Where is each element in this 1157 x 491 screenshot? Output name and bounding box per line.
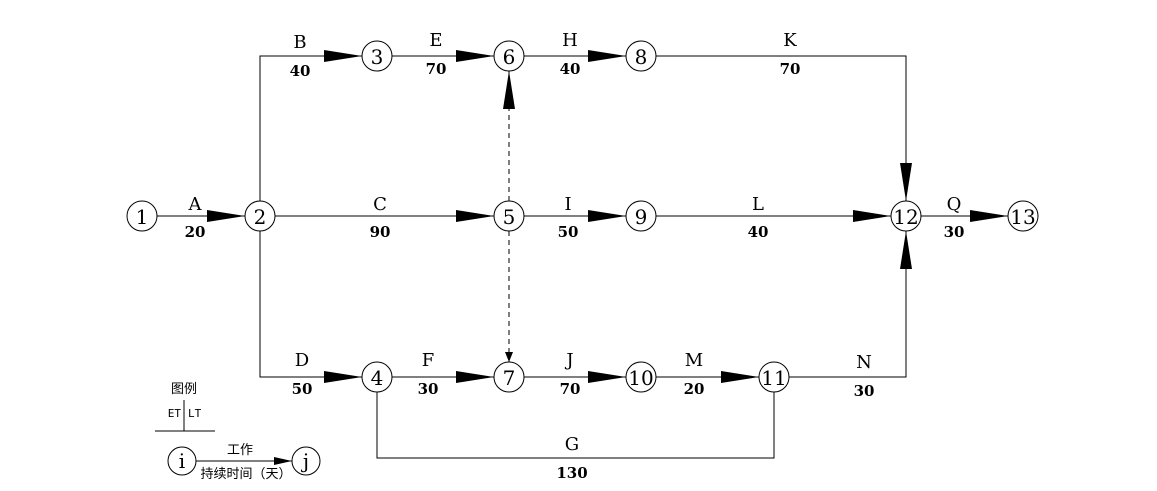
- activity-duration-h: 40: [560, 60, 581, 78]
- activity-duration-c: 90: [370, 223, 391, 241]
- activity-labels: A20B40C90D50E70F30G130H40I50J70K70L40M20…: [185, 30, 965, 482]
- activity-arrow-k: [656, 55, 912, 201]
- legend: 图例 ET LT i j 工作 持续时间（天）: [155, 382, 321, 482]
- activity-duration-n: 30: [854, 382, 875, 400]
- activity-duration-b: 40: [290, 62, 311, 80]
- activity-name-f: F: [422, 350, 435, 371]
- activity-duration-k: 70: [780, 60, 801, 78]
- activity-arrow-d: [259, 231, 362, 383]
- node-8: [625, 40, 657, 72]
- activity-name-i: I: [564, 194, 571, 215]
- legend-node-i-label: i: [179, 449, 185, 473]
- activity-duration-f: 30: [418, 380, 439, 398]
- activity-arrow-b: [259, 50, 362, 201]
- activity-name-c: C: [373, 194, 387, 215]
- activity-name-l: L: [752, 194, 764, 215]
- node-10: [625, 361, 657, 393]
- activity-name-m: M: [685, 350, 703, 371]
- node-label-12: 12: [893, 205, 918, 229]
- node-label-11: 11: [761, 366, 786, 390]
- node-13: [1007, 200, 1039, 232]
- node-3: [361, 40, 393, 72]
- node-2: [244, 200, 276, 232]
- node-label-5: 5: [503, 205, 516, 229]
- legend-duration: 持续时间（天）: [200, 467, 291, 482]
- node-label-8: 8: [635, 45, 648, 69]
- legend-work: 工作: [227, 443, 253, 458]
- node-4: [361, 361, 393, 393]
- node-12: [890, 200, 922, 232]
- node-6: [493, 40, 525, 72]
- activity-duration-j: 70: [560, 380, 581, 398]
- activity-name-h: H: [562, 30, 578, 51]
- activity-arrow-n: [789, 231, 912, 378]
- node-label-4: 4: [371, 366, 384, 390]
- node-9: [625, 200, 657, 232]
- activity-arrow-g: [376, 392, 775, 459]
- legend-title: 图例: [171, 382, 197, 397]
- legend-node-j-label: j: [301, 449, 309, 473]
- activity-name-d: D: [295, 350, 309, 371]
- activity-duration-g: 130: [556, 464, 587, 482]
- activity-arrows: [157, 50, 1008, 459]
- legend-lt: LT: [188, 407, 202, 420]
- node-label-10: 10: [628, 366, 653, 390]
- node-5: [493, 200, 525, 232]
- activity-duration-q: 30: [944, 223, 965, 241]
- activity-name-e: E: [429, 30, 442, 51]
- activity-name-n: N: [856, 352, 872, 373]
- node-11: [758, 361, 790, 393]
- activity-duration-d: 50: [292, 380, 313, 398]
- activity-duration-e: 70: [426, 60, 447, 78]
- node-label-13: 13: [1010, 205, 1035, 229]
- legend-node-j: [291, 446, 321, 476]
- node-label-2: 2: [254, 205, 267, 229]
- activity-duration-l: 40: [748, 223, 769, 241]
- node-1: [126, 200, 158, 232]
- node-label-9: 9: [635, 205, 648, 229]
- activity-name-b: B: [293, 32, 306, 53]
- activity-name-g: G: [565, 434, 579, 455]
- activity-name-a: A: [188, 194, 203, 215]
- activity-name-j: J: [564, 350, 573, 371]
- activity-name-k: K: [783, 30, 797, 51]
- activity-duration-m: 20: [684, 380, 705, 398]
- activity-duration-i: 50: [558, 223, 579, 241]
- node-label-6: 6: [503, 45, 516, 69]
- node-label-1: 1: [136, 205, 149, 229]
- activity-duration-a: 20: [185, 223, 206, 241]
- legend-et: ET: [168, 407, 182, 420]
- node-label-3: 3: [371, 45, 384, 69]
- node-7: [493, 361, 525, 393]
- activity-name-q: Q: [947, 194, 962, 215]
- node-label-7: 7: [503, 366, 516, 390]
